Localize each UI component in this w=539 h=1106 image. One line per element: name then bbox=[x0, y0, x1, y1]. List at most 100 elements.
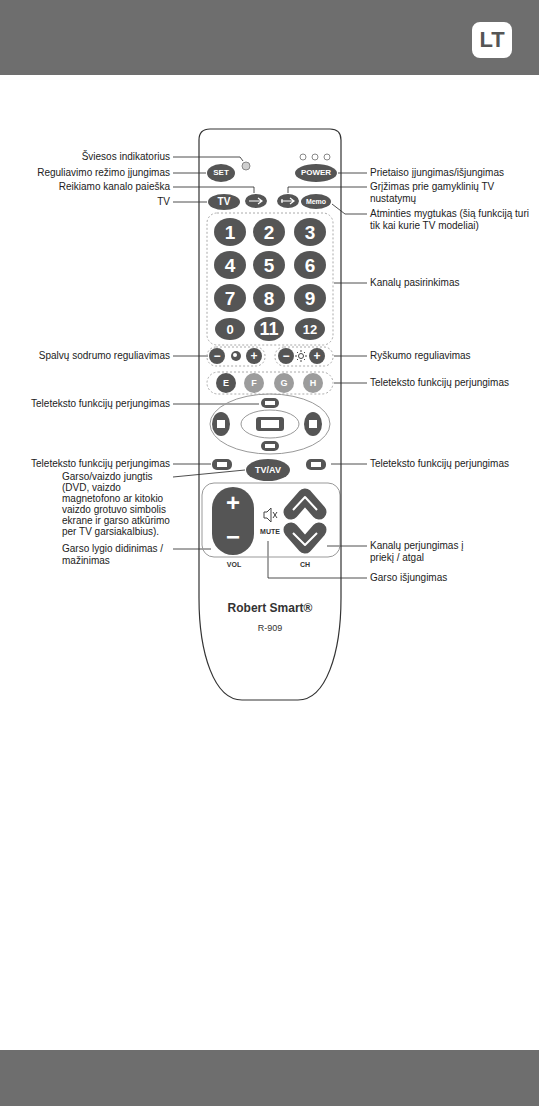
leader-line bbox=[173, 356, 208, 357]
callout-label: Teleteksto funkcijų perjungimas bbox=[31, 398, 170, 409]
callout-label: Ryškumo reguliavimas bbox=[370, 350, 471, 361]
teletext-button bbox=[256, 417, 284, 431]
callout-label: Spalvų sodrumo reguliavimas bbox=[39, 350, 170, 361]
leader-line bbox=[334, 283, 367, 284]
leader-line bbox=[327, 546, 367, 547]
remote-button: − bbox=[278, 348, 294, 364]
button-label: POWER bbox=[301, 169, 331, 177]
vol-ch-frame bbox=[202, 483, 340, 557]
top-dots bbox=[300, 154, 330, 160]
leader-line bbox=[288, 187, 367, 193]
channel-up-button bbox=[291, 496, 319, 512]
remote-button: H bbox=[303, 373, 323, 393]
button-label: E bbox=[223, 379, 229, 388]
remote-button: 3 bbox=[294, 218, 326, 246]
channel-up-icon bbox=[293, 497, 317, 510]
brightness-icon bbox=[295, 350, 307, 362]
button-label: Memo bbox=[306, 198, 326, 205]
arrow-icon bbox=[249, 198, 262, 204]
remote-button: G bbox=[274, 373, 294, 393]
glyph bbox=[217, 420, 225, 428]
button-label: SET bbox=[213, 169, 229, 177]
saturation-icon bbox=[231, 351, 241, 361]
button-label: G bbox=[280, 379, 287, 388]
label-holder: Kanalų perjungimas į priekį / atgal bbox=[370, 540, 466, 564]
number-group bbox=[207, 213, 333, 345]
glyph bbox=[261, 420, 279, 428]
mute-icon bbox=[264, 508, 277, 522]
leader-line bbox=[334, 356, 367, 357]
callout-label: Kanalų perjungimas į priekį / atgal bbox=[370, 540, 463, 563]
teletext-button bbox=[306, 459, 326, 470]
button-label: TV bbox=[218, 197, 231, 207]
button-label: H bbox=[310, 379, 317, 388]
search-button bbox=[245, 194, 267, 208]
sun-core bbox=[299, 354, 304, 359]
remote-housing bbox=[199, 129, 341, 700]
callout-label: Teleteksto funkcijų perjungimas bbox=[31, 458, 170, 469]
language-badge: LT bbox=[472, 22, 512, 58]
button-label: 4 bbox=[225, 256, 236, 275]
light-indicator bbox=[242, 162, 250, 170]
callout-label: Prietaiso įjungimas/išjungimas bbox=[370, 167, 504, 178]
remote-button: 11 bbox=[254, 317, 284, 341]
label-holder: MUTE bbox=[240, 527, 300, 537]
callout-label: Teleteksto funkcijų perjungimas bbox=[370, 377, 509, 388]
callout-label: Teleteksto funkcijų perjungimas bbox=[370, 458, 509, 469]
teletext-glyphs bbox=[217, 401, 317, 448]
teletext-group bbox=[207, 372, 333, 394]
label-holder: Ryškumo reguliavimas bbox=[370, 350, 471, 362]
button-label: 11 bbox=[259, 320, 278, 338]
remote-button: POWER bbox=[295, 164, 337, 182]
teletext-button bbox=[212, 459, 232, 470]
button-groups bbox=[207, 213, 333, 394]
teletext-inner bbox=[241, 410, 299, 438]
speaker bbox=[264, 508, 271, 522]
label-holder: Šviesos indikatorius bbox=[82, 151, 170, 163]
button-caption: MUTE bbox=[260, 528, 280, 535]
label-holder: VOL bbox=[204, 560, 264, 570]
remote-button: Memo bbox=[301, 194, 331, 209]
label-holder: Teleteksto funkcijų perjungimas bbox=[31, 458, 170, 470]
remote-button: 12 bbox=[295, 318, 325, 340]
leader-line bbox=[173, 470, 245, 477]
button-label: 5 bbox=[264, 256, 275, 275]
remote-button: TV bbox=[208, 194, 240, 210]
brand-holder: R-909 bbox=[198, 617, 342, 635]
label-holder: Grįžimas prie gamyklinių TV nustatymų bbox=[370, 181, 505, 205]
leader-line bbox=[173, 187, 254, 193]
label-holder: TV bbox=[157, 196, 170, 208]
label-holder: Spalvų sodrumo reguliavimas bbox=[39, 350, 170, 362]
button-label: LT bbox=[479, 29, 504, 51]
brand-holder: Robert Smart® bbox=[198, 598, 342, 616]
leader-line bbox=[332, 204, 367, 214]
label-holder: Garso/vaizdo jungtis (DVD, vaizdo magnet… bbox=[62, 471, 170, 537]
dot bbox=[324, 154, 330, 160]
button-label: + bbox=[250, 350, 257, 362]
button-label: − bbox=[213, 350, 220, 362]
remote-button: SET bbox=[207, 164, 235, 182]
button-label: 9 bbox=[305, 289, 316, 308]
leader-line bbox=[173, 404, 259, 405]
teletext-button bbox=[261, 398, 279, 408]
channel-down-icon bbox=[293, 533, 317, 545]
leader-line bbox=[173, 464, 211, 465]
remote-button: 0 bbox=[215, 318, 245, 340]
button-label: + bbox=[313, 350, 320, 362]
callout-label: Garso išjungimas bbox=[370, 572, 447, 583]
leader-line bbox=[173, 549, 211, 550]
callout-label: Reguliavimo režimo įjungimas bbox=[37, 167, 170, 178]
teletext-button bbox=[212, 412, 230, 436]
button-label: + bbox=[226, 491, 240, 515]
remote-button: 2 bbox=[253, 218, 285, 246]
label-holder: Teleteksto funkcijų perjungimas bbox=[370, 377, 509, 389]
remote-button: 7 bbox=[214, 284, 246, 312]
label-holder: Garso lygio didinimas / mažinimas bbox=[62, 543, 170, 567]
button-label: 6 bbox=[305, 256, 316, 275]
top-band bbox=[0, 0, 539, 75]
mute-cross bbox=[273, 512, 277, 518]
sun-rays bbox=[295, 350, 307, 362]
arrow-icon bbox=[281, 198, 294, 204]
button-caption: CH bbox=[300, 561, 310, 568]
